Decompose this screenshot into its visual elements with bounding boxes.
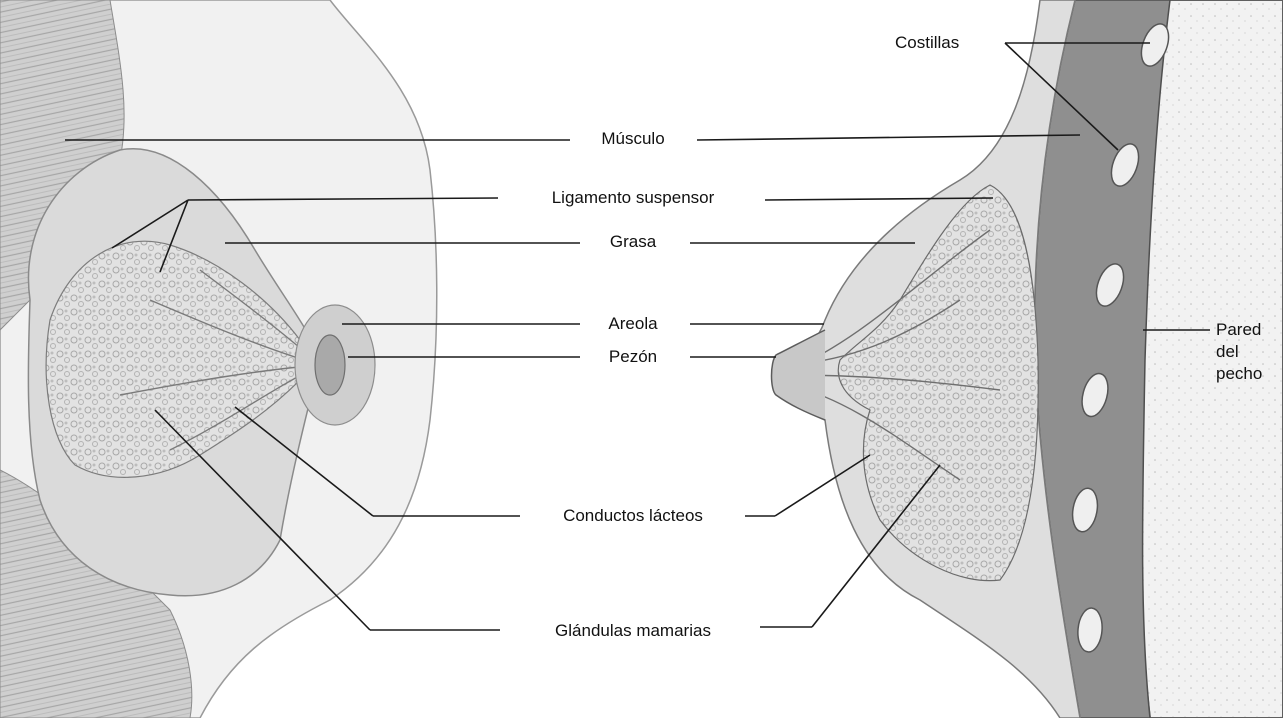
label-pezon: Pezón [609, 347, 657, 367]
side-view [772, 0, 1283, 718]
front-nipple [315, 335, 345, 395]
side-nipple [772, 330, 826, 420]
label-costillas: Costillas [895, 33, 959, 53]
front-view [0, 0, 437, 718]
label-ligamento-suspensor: Ligamento suspensor [552, 188, 715, 208]
label-musculo: Músculo [601, 129, 664, 149]
label-areola: Areola [608, 314, 657, 334]
label-pared-del-pecho: Pared del pecho [1216, 319, 1262, 385]
label-grasa: Grasa [610, 232, 656, 252]
label-conductos-lacteos: Conductos lácteos [563, 506, 703, 526]
label-glandulas-mamarias: Glándulas mamarias [555, 621, 711, 641]
